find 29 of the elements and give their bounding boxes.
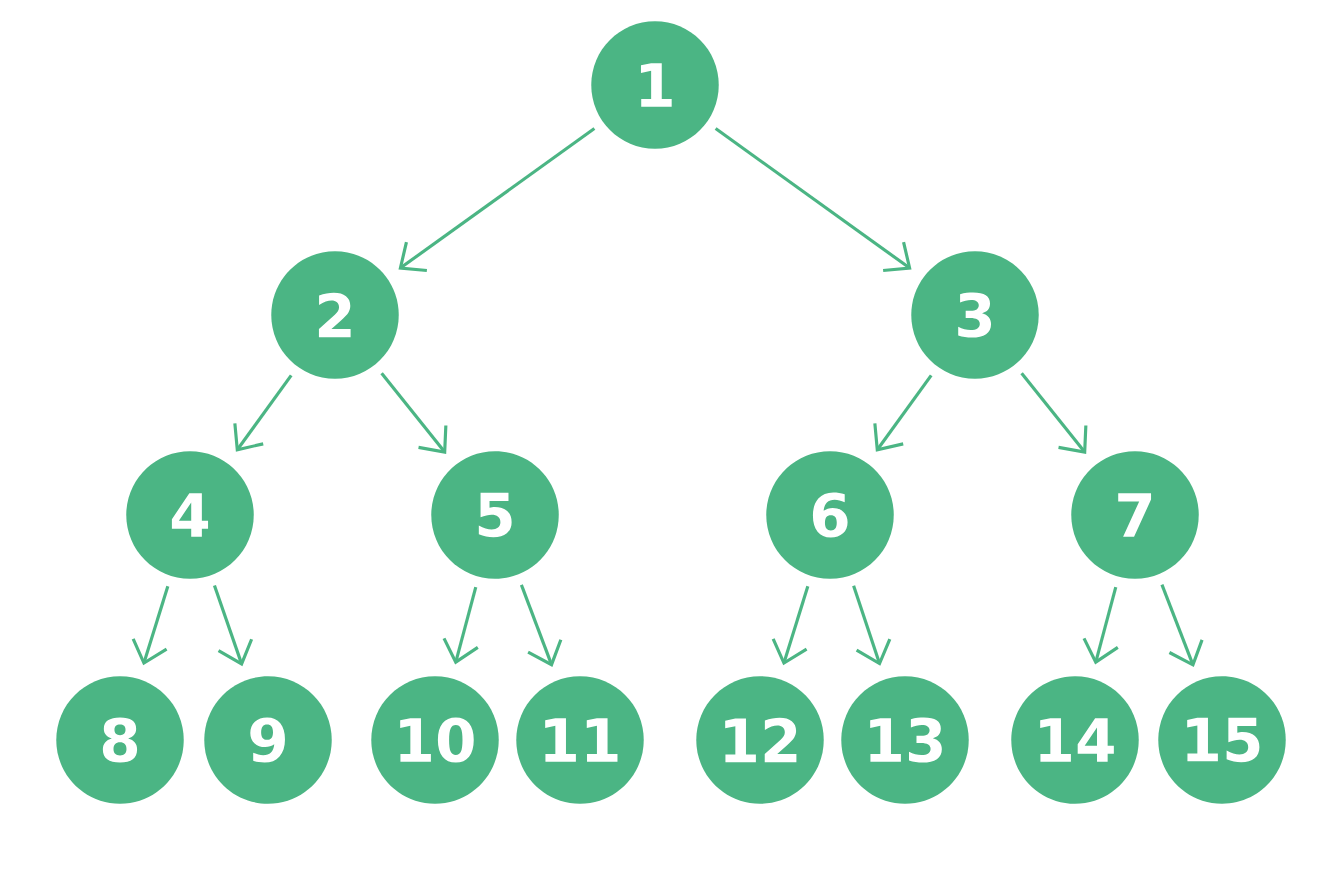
tree-node: 11	[516, 676, 644, 804]
tree-node: 8	[56, 676, 184, 804]
arrow	[233, 374, 293, 452]
tree-node: 1	[591, 21, 719, 149]
arrow	[771, 585, 810, 666]
arrow	[1020, 372, 1088, 454]
tree-node: 15	[1158, 676, 1286, 804]
tree-node: 2	[271, 251, 399, 379]
arrow	[442, 586, 479, 665]
arrow	[1160, 584, 1204, 668]
arrow	[519, 584, 563, 667]
tree-node: 9	[204, 676, 332, 804]
arrow	[852, 585, 892, 666]
tree-node: 3	[911, 251, 1039, 379]
arrow	[131, 585, 170, 666]
tree-node: 6	[766, 451, 894, 579]
arrow	[714, 127, 912, 273]
tree-node: 13	[841, 676, 969, 804]
tree-node: 4	[126, 451, 254, 579]
arrow	[380, 372, 448, 454]
tree-node: 12	[696, 676, 824, 804]
arrow	[398, 127, 596, 273]
tree-node: 5	[431, 451, 559, 579]
arrow	[1082, 586, 1119, 665]
arrow	[873, 374, 933, 452]
tree-node: 14	[1011, 676, 1139, 804]
tree-node: 7	[1071, 451, 1199, 579]
tree-node: 10	[371, 676, 499, 804]
arrow	[212, 585, 254, 667]
